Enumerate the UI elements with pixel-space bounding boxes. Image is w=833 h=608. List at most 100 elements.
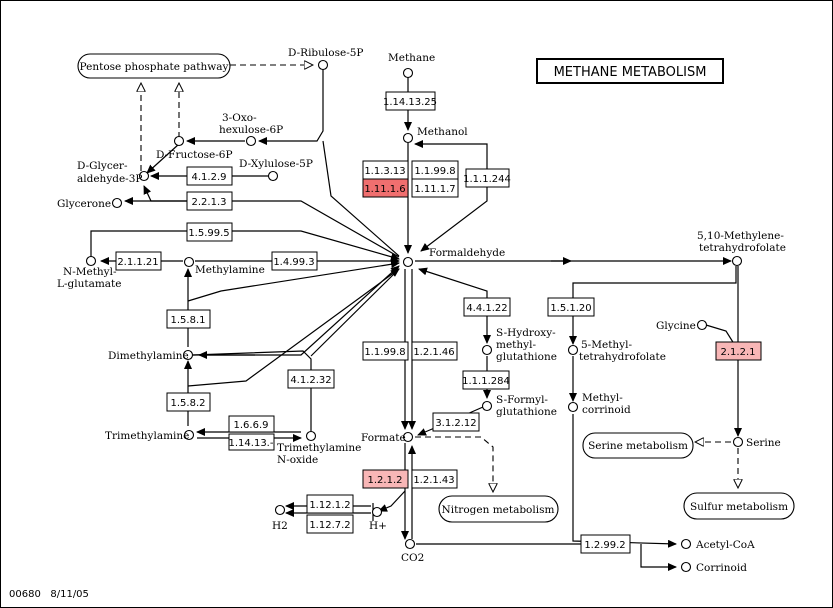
compound-corrinoid[interactable]: Corrinoid bbox=[680, 561, 748, 574]
enzyme-1-4-99-3[interactable]: 1.4.99.3 bbox=[271, 251, 318, 271]
compound-3-oxo-hexulose-6p[interactable]: 3-Oxo-hexulose-6P bbox=[219, 112, 283, 147]
svg-text:Acetyl-CoA: Acetyl-CoA bbox=[695, 539, 755, 551]
svg-text:METHANE METABOLISM: METHANE METABOLISM bbox=[554, 65, 707, 80]
enzyme-1-2-1-43[interactable]: 1.2.1.43 bbox=[411, 469, 458, 489]
svg-text:D-Ribulose-5P: D-Ribulose-5P bbox=[288, 47, 363, 59]
enzyme-1-1-1-284[interactable]: 1.1.1.284 bbox=[462, 370, 510, 390]
svg-text:5-Methyl-: 5-Methyl- bbox=[581, 339, 632, 351]
map-title: METHANE METABOLISM bbox=[536, 58, 724, 84]
svg-text:S-Hydroxy-: S-Hydroxy- bbox=[496, 327, 556, 339]
svg-text:1.1.99.8: 1.1.99.8 bbox=[414, 166, 455, 177]
compound-formate[interactable]: Formate bbox=[361, 431, 414, 444]
enzyme-1-11-1-7[interactable]: 1.11.1.7 bbox=[411, 178, 459, 198]
enzyme-1-12-7-2[interactable]: 1.12.7.2 bbox=[306, 514, 354, 534]
enzyme-2-1-2-1[interactable]: 2.1.2.1 bbox=[715, 341, 762, 361]
compound-methanol[interactable]: Methanol bbox=[402, 126, 469, 144]
pathway-pentose-phosphate[interactable]: Pentose phosphate pathway bbox=[77, 53, 231, 79]
compound-glycerone[interactable]: Glycerone bbox=[57, 197, 123, 210]
svg-text:D-Glycer-: D-Glycer- bbox=[77, 160, 128, 172]
svg-text:1.11.1.6: 1.11.1.6 bbox=[364, 184, 405, 195]
enzyme-1-2-1-2[interactable]: 1.2.1.2 bbox=[362, 469, 409, 489]
svg-text:4.1.2.32: 4.1.2.32 bbox=[290, 375, 331, 386]
compound-d-fructose-6p[interactable]: D-Fructose-6P bbox=[156, 135, 233, 162]
compound-serine[interactable]: Serine bbox=[732, 436, 781, 449]
compound-formaldehyde[interactable]: Formaldehyde bbox=[402, 247, 506, 268]
svg-text:Nitrogen metabolism: Nitrogen metabolism bbox=[442, 504, 555, 516]
svg-text:methyl-: methyl- bbox=[496, 339, 536, 351]
enzyme-1-11-1-6[interactable]: 1.11.1.6 bbox=[362, 178, 409, 198]
svg-text:glutathione: glutathione bbox=[496, 351, 557, 363]
svg-text:1.5.99.5: 1.5.99.5 bbox=[188, 228, 229, 239]
svg-text:1.5.8.1: 1.5.8.1 bbox=[171, 315, 206, 326]
enzyme-4-4-1-22[interactable]: 4.4.1.22 bbox=[463, 297, 511, 317]
compound-d-ribulose-5p[interactable]: D-Ribulose-5P bbox=[288, 47, 363, 71]
svg-text:N-Methyl-: N-Methyl- bbox=[63, 266, 117, 278]
svg-text:1.14.13.25: 1.14.13.25 bbox=[383, 97, 437, 108]
enzyme-1-14-13-25[interactable]: 1.14.13.25 bbox=[383, 91, 437, 111]
enzyme-1-5-1-20[interactable]: 1.5.1.20 bbox=[547, 297, 595, 317]
compound-d-glyceraldehyde-3p[interactable]: D-Glycer-aldehyde-3P bbox=[77, 160, 150, 185]
compound-s-formylglutathione[interactable]: S-Formyl-glutathione bbox=[481, 394, 557, 418]
svg-text:Glycine: Glycine bbox=[656, 320, 696, 332]
svg-text:H+: H+ bbox=[369, 520, 387, 532]
svg-text:Serine metabolism: Serine metabolism bbox=[588, 440, 688, 452]
enzyme-1-6-6-9[interactable]: 1.6.6.9 bbox=[228, 415, 275, 433]
compound-methylene-thf[interactable]: 5,10-Methylene-tetrahydrofolate bbox=[697, 230, 786, 267]
enzyme-4-1-2-9[interactable]: 4.1.2.9 bbox=[186, 166, 233, 186]
compound-trimethylamine[interactable]: Trimethylamine bbox=[105, 429, 195, 442]
compound-h2[interactable]: H2 bbox=[272, 504, 288, 533]
compound-co2[interactable]: CO2 bbox=[401, 538, 424, 565]
enzyme-1-12-1-2[interactable]: 1.12.1.2 bbox=[306, 494, 354, 514]
svg-text:1.1.99.8: 1.1.99.8 bbox=[364, 347, 405, 358]
svg-text:N-oxide: N-oxide bbox=[277, 454, 318, 466]
svg-text:CO2: CO2 bbox=[401, 552, 424, 564]
enzyme-1-5-99-5[interactable]: 1.5.99.5 bbox=[186, 222, 233, 242]
svg-text:Methylamine: Methylamine bbox=[195, 264, 265, 276]
compound-5-methyl-thf[interactable]: 5-Methyl-tetrahydrofolate bbox=[567, 339, 666, 363]
svg-text:Dimethylamine: Dimethylamine bbox=[108, 350, 189, 362]
svg-text:D-Fructose-6P: D-Fructose-6P bbox=[156, 149, 233, 161]
compound-acetyl-coa[interactable]: Acetyl-CoA bbox=[680, 538, 756, 551]
svg-text:Formate: Formate bbox=[361, 432, 406, 444]
compound-glycine[interactable]: Glycine bbox=[656, 319, 708, 332]
compound-dimethylamine[interactable]: Dimethylamine bbox=[108, 349, 194, 362]
svg-text:Corrinoid: Corrinoid bbox=[696, 562, 747, 574]
compound-n-methyl-l-glutamate[interactable]: N-Methyl-L-glutamate bbox=[57, 255, 122, 291]
map-date: 8/11/05 bbox=[50, 589, 89, 600]
compound-d-xylulose-5p[interactable]: D-Xylulose-5P bbox=[239, 158, 313, 182]
enzyme-1-2-1-46[interactable]: 1.2.1.46 bbox=[411, 341, 458, 361]
svg-text:corrinoid: corrinoid bbox=[582, 404, 631, 416]
compound-methane[interactable]: Methane bbox=[388, 52, 435, 79]
enzyme-1-1-1-244[interactable]: 1.1.1.244 bbox=[463, 168, 511, 188]
svg-text:Methanol: Methanol bbox=[417, 126, 468, 138]
enzyme-1-1-3-13[interactable]: 1.1.3.13 bbox=[362, 160, 409, 180]
enzyme-3-1-2-12[interactable]: 3.1.2.12 bbox=[432, 412, 480, 432]
enzyme-4-1-2-32[interactable]: 4.1.2.32 bbox=[287, 369, 335, 389]
pathway-nitrogen-metabolism[interactable]: Nitrogen metabolism bbox=[438, 495, 559, 523]
compound-methylamine[interactable]: Methylamine bbox=[183, 256, 265, 277]
enzyme-1-5-8-1[interactable]: 1.5.8.1 bbox=[166, 309, 211, 329]
pathway-sulfur-metabolism[interactable]: Sulfur metabolism bbox=[683, 492, 795, 520]
enzyme-1-2-99-2[interactable]: 1.2.99.2 bbox=[580, 534, 631, 554]
svg-text:1.2.1.43: 1.2.1.43 bbox=[413, 475, 454, 486]
enzyme-1-1-99-8-mid[interactable]: 1.1.99.8 bbox=[362, 341, 409, 361]
enzyme-1-5-8-2[interactable]: 1.5.8.2 bbox=[166, 392, 211, 412]
pathway-serine-metabolism[interactable]: Serine metabolism bbox=[582, 432, 694, 459]
enzyme-1-14-13-x[interactable]: 1.14.13.- bbox=[228, 433, 275, 451]
svg-text:1.12.1.2: 1.12.1.2 bbox=[309, 500, 350, 511]
compound-methylcorrinoid[interactable]: Methyl-corrinoid bbox=[567, 392, 632, 416]
svg-text:Glycerone: Glycerone bbox=[57, 198, 111, 210]
map-id: 00680 bbox=[9, 589, 41, 600]
enzyme-2-1-1-21[interactable]: 2.1.1.21 bbox=[115, 251, 162, 271]
compound-s-hydroxymethylglutathione[interactable]: S-Hydroxy-methyl-glutathione bbox=[481, 327, 557, 363]
enzyme-2-2-1-3[interactable]: 2.2.1.3 bbox=[186, 191, 233, 211]
compound-h-plus[interactable]: H+ bbox=[369, 506, 387, 533]
enzyme-boxes: 1.14.13.25 1.1.3.13 1.1.99.8 1.11.1.6 1.… bbox=[115, 91, 762, 554]
svg-text:1.6.6.9: 1.6.6.9 bbox=[234, 420, 269, 431]
svg-text:3-Oxo-: 3-Oxo- bbox=[222, 112, 257, 124]
svg-text:4.1.2.9: 4.1.2.9 bbox=[192, 172, 227, 183]
svg-text:1.14.13.-: 1.14.13.- bbox=[229, 438, 274, 449]
enzyme-1-1-99-8-top[interactable]: 1.1.99.8 bbox=[411, 160, 459, 180]
svg-text:Serine: Serine bbox=[746, 437, 781, 449]
